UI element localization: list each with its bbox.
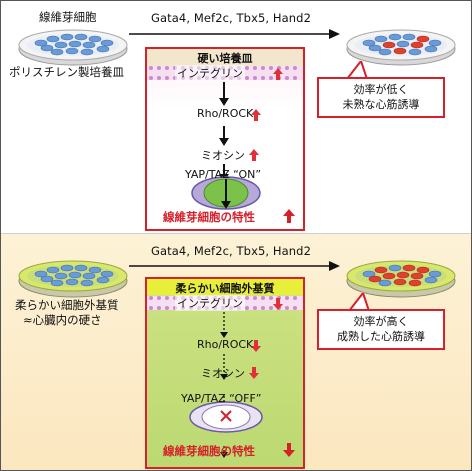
nucleus-yap-on	[191, 176, 261, 210]
rho-rock-label-bottom: Rho/ROCK	[197, 338, 254, 351]
fibroblast-label: 線維芽細胞	[39, 10, 97, 24]
myosin-label-bottom: ミオシン	[201, 367, 245, 380]
fibroblast-trait-label-top: 線維芽細胞の特性	[163, 210, 255, 224]
trait-up-arrow	[283, 209, 295, 223]
factors-label-top: Gata4, Mef2c, Tbx5, Hand2	[151, 11, 311, 25]
result-box-bottom: 効率が高く 成熟した心筋誘導	[317, 309, 445, 350]
soft-ecm-title: 柔らかい細胞外基質	[175, 282, 275, 295]
integrin-label-top: インテグリン	[175, 65, 245, 81]
result-bottom-line2: 成熟した心筋誘導	[337, 330, 425, 343]
dish-cardiomyocyte-top	[346, 29, 456, 66]
heart-stiffness-label: ≈心臓内の硬さ	[23, 313, 102, 327]
result-box-top: 効率が低く 未熟な心筋誘導	[317, 77, 445, 118]
dish-fibroblast-bottom	[18, 260, 128, 298]
rho-down-arrow	[251, 340, 261, 352]
signal-arrows-bottom	[220, 312, 228, 458]
fibroblast-trait-label-bottom: 線維芽細胞の特性	[163, 444, 255, 458]
myosin-label-top: ミオシン	[201, 149, 245, 162]
result-top-line2: 未熟な心筋誘導	[342, 98, 420, 111]
yap-taz-off-label: YAP/TAZ “OFF”	[181, 392, 262, 405]
rho-rock-label-top: Rho/ROCK	[197, 107, 254, 120]
mechanism-box-soft: 柔らかい細胞外基質 インテグリン Rho/ROCK ミオシン	[145, 277, 305, 469]
rho-up-arrow	[251, 109, 261, 121]
induction-arrow-top	[129, 29, 340, 39]
trait-down-arrow	[283, 443, 295, 457]
dish-cardiomyocyte-bottom	[346, 260, 456, 298]
stiff-dish-title: 硬い培養皿	[197, 52, 253, 65]
panel-divider	[1, 233, 471, 234]
integrin-up-arrow	[273, 68, 283, 80]
integrin-label-bottom: インテグリン	[175, 295, 245, 311]
integrin-down-arrow	[273, 298, 283, 310]
myosin-down-arrow	[249, 367, 259, 379]
mechanism-box-stiff: 硬い培養皿 インテグリン Rho/ROCK ミオシン	[145, 47, 305, 231]
result-top-line1: 効率が低く	[353, 83, 409, 96]
myosin-up-arrow	[249, 149, 259, 161]
yap-taz-on-label: YAP/TAZ “ON”	[185, 168, 262, 181]
dish-fibroblast-top	[18, 29, 128, 66]
result-bottom-line1: 効率が高く	[353, 315, 409, 328]
polystyrene-dish-label: ポリスチレン製培養皿	[9, 65, 124, 79]
soft-ecm-label: 柔らかい細胞外基質	[15, 298, 119, 312]
induction-arrow-bottom	[129, 261, 340, 271]
nucleus-yap-off	[189, 401, 263, 433]
factors-label-bottom: Gata4, Mef2c, Tbx5, Hand2	[151, 244, 311, 258]
